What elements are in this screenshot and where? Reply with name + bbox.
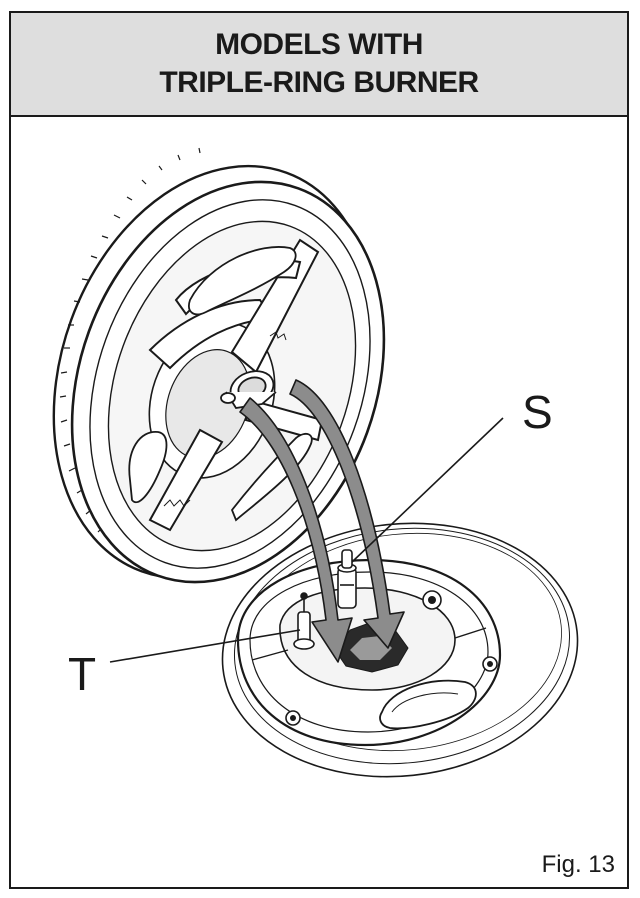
assembly-arrows — [239, 379, 405, 663]
burner-cup — [236, 558, 502, 747]
arrow-right — [289, 379, 405, 649]
arrow-left — [239, 397, 353, 663]
header-title-line-2: TRIPLE-RING BURNER — [159, 66, 479, 99]
callout-s: S — [522, 386, 553, 438]
figure-number-label: Fig. 13 — [541, 851, 615, 878]
leader-line-s — [351, 417, 504, 563]
crown-teeth — [59, 147, 201, 533]
thermocouple — [293, 592, 315, 650]
spark-electrode — [337, 549, 357, 609]
leader-line-t — [109, 629, 301, 663]
callout-t: T — [68, 648, 96, 700]
figure-header: MODELS WITH TRIPLE-RING BURNER — [11, 13, 627, 117]
crown-hub — [220, 370, 277, 409]
header-title-line-1: MODELS WITH — [215, 28, 423, 61]
